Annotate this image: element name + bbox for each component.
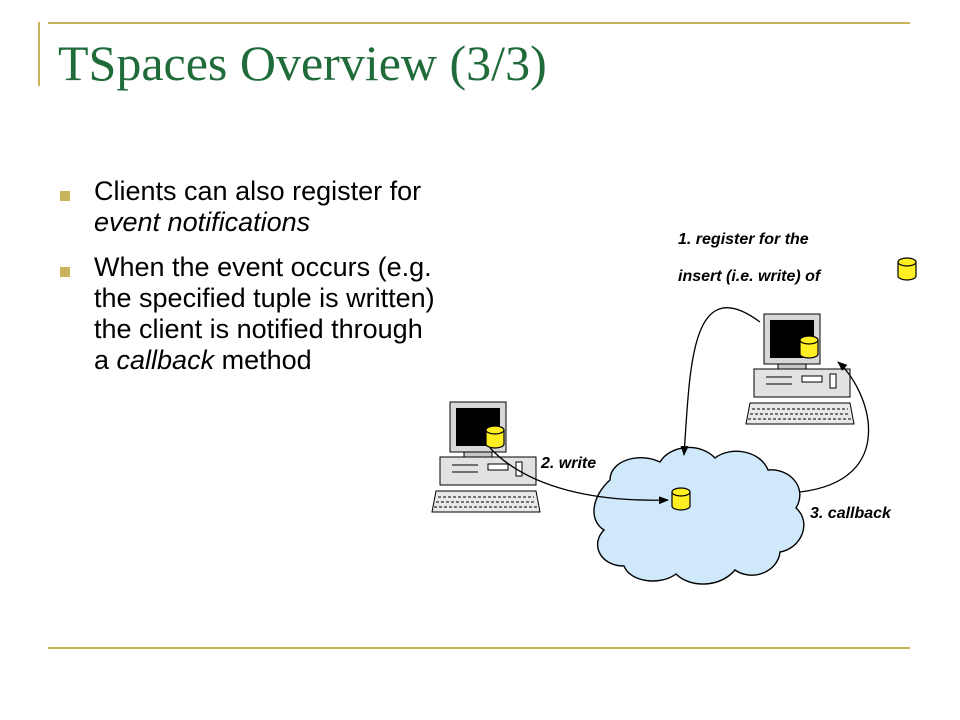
bullet-text: method	[214, 345, 312, 375]
top-rule	[48, 22, 910, 24]
bullet-text-emphasis: callback	[116, 345, 215, 375]
left-rule	[38, 22, 40, 86]
bullet-item: When the event occurs (e.g. the specifie…	[58, 252, 438, 376]
bullet-text: When the event occurs (e.g. the specifie…	[94, 252, 435, 375]
write-arrow	[489, 447, 669, 505]
register-label-line2: insert (i.e. write) of	[678, 268, 822, 285]
slide-title: TSpaces Overview (3/3)	[58, 35, 547, 91]
register-tuple-icon	[897, 257, 917, 281]
tuple-space-cloud	[593, 446, 805, 585]
write-label: 2. write	[540, 455, 596, 472]
bottom-rule	[48, 647, 910, 649]
tuple-space-tuple-icon	[671, 487, 691, 511]
register-arrow	[680, 307, 761, 456]
bullet-text: Clients can also register for	[94, 176, 422, 206]
callback-arrow	[799, 361, 870, 493]
callback-label: 3. callback	[810, 505, 892, 522]
writer-computer-icon	[431, 401, 541, 513]
bullet-item: Clients can also register for event noti…	[58, 176, 438, 238]
bullet-square-icon	[60, 267, 70, 277]
writer-tuple-icon	[485, 425, 505, 449]
bullet-square-icon	[60, 191, 70, 201]
listener-computer-icon	[745, 313, 855, 425]
listener-tuple-icon	[799, 335, 819, 359]
bullet-list: Clients can also register for event noti…	[58, 176, 438, 390]
register-label-line1: 1. register for the	[678, 231, 809, 248]
bullet-text-emphasis: event notifications	[94, 207, 311, 237]
